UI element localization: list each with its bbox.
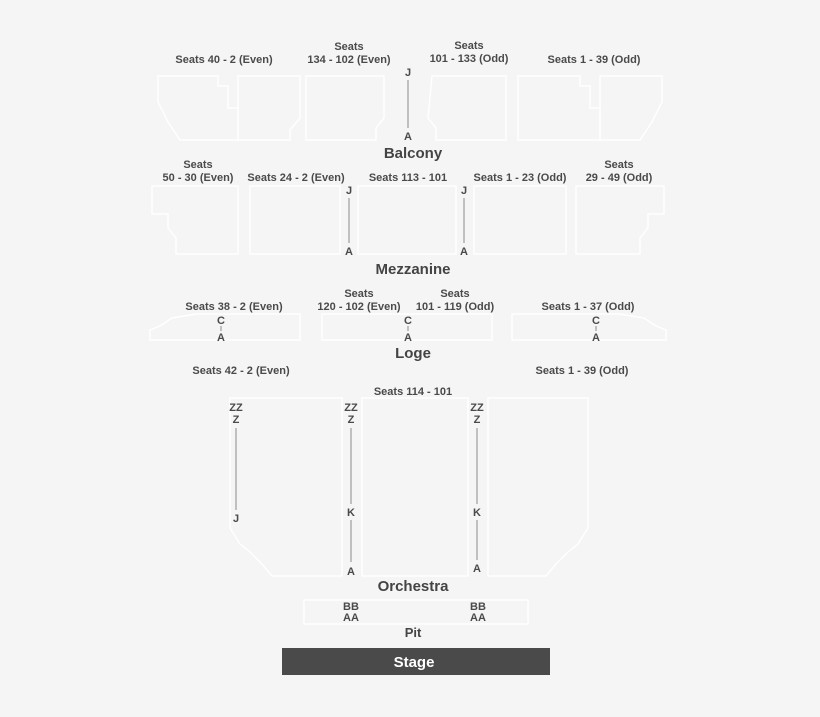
loge-center-left-seats-label-line1: Seats xyxy=(344,288,373,300)
balcony-center-right-seats-label-line2: 101 - 133 (Odd) xyxy=(430,53,509,65)
balcony-center-outline[interactable] xyxy=(305,75,385,141)
loge-center-right-seats-label-line1: Seats xyxy=(440,288,469,300)
orchestra-center-right-row-k-label: K xyxy=(473,507,481,519)
pit-right-row-bb-label: BB xyxy=(470,601,486,613)
orchestra-title: Orchestra xyxy=(378,578,450,595)
loge-center-outline[interactable] xyxy=(321,313,493,341)
loge-center-right-seats-label-line2: 101 - 119 (Odd) xyxy=(416,301,495,313)
balcony-section: Seats 40 - 2 (Even) Seats 134 - 102 (Eve… xyxy=(157,40,663,162)
balcony-title: Balcony xyxy=(384,145,443,162)
mezzanine-right-row-bottom-label: A xyxy=(460,246,468,258)
balcony-center-right-outline[interactable] xyxy=(427,75,507,141)
balcony-center-left-seats-label-line1: Seats xyxy=(334,41,363,53)
pit-right-row-aa-label: AA xyxy=(470,612,486,624)
mezzanine-far-right-seats-label-line2: 29 - 49 (Odd) xyxy=(586,172,653,184)
orchestra-center-left-row-k-label: K xyxy=(347,507,355,519)
mezzanine-far-left-seats-label-line2: 50 - 30 (Even) xyxy=(163,172,234,184)
loge-title: Loge xyxy=(395,345,431,362)
pit-left-row-bb-label: BB xyxy=(343,601,359,613)
pit-left-row-aa-label: AA xyxy=(343,612,359,624)
orchestra-left-outline[interactable] xyxy=(229,397,343,577)
mezzanine-right-seats-label: Seats 1 - 23 (Odd) xyxy=(474,172,567,184)
mezzanine-right-row-top-label: J xyxy=(461,185,467,197)
mezzanine-far-left-seats-label-line1: Seats xyxy=(183,159,212,171)
orchestra-center-right-row-z-label: Z xyxy=(474,414,481,426)
loge-right-row-bottom-label: A xyxy=(592,332,600,344)
loge-left-row-bottom-label: A xyxy=(217,332,225,344)
loge-right-seats-label: Seats 1 - 37 (Odd) xyxy=(542,301,635,313)
orchestra-left-row-zz-label: ZZ xyxy=(229,402,243,414)
mezzanine-title: Mezzanine xyxy=(375,261,450,278)
orchestra-right-outline[interactable] xyxy=(487,397,589,577)
mezzanine-center-seats-label: Seats 113 - 101 xyxy=(369,172,447,184)
loge-section: Seats 38 - 2 (Even) Seats 120 - 102 (Eve… xyxy=(149,288,667,362)
loge-left-outline[interactable] xyxy=(149,313,301,341)
orchestra-left-seats-label: Seats 42 - 2 (Even) xyxy=(192,365,290,377)
balcony-left-seats-label: Seats 40 - 2 (Even) xyxy=(175,54,273,66)
mezzanine-far-right-seats-label-line1: Seats xyxy=(604,159,633,171)
mezzanine-left-row-top-label: J xyxy=(346,185,352,197)
orchestra-left-row-j-label: J xyxy=(233,513,239,525)
loge-center-left-seats-label-line2: 120 - 102 (Even) xyxy=(317,301,400,313)
balcony-row-bottom-label: A xyxy=(404,131,412,143)
orchestra-center-right-row-a-label: A xyxy=(473,563,481,575)
balcony-right-outline[interactable] xyxy=(517,75,601,141)
loge-right-row-top-label: C xyxy=(592,315,600,327)
mezzanine-left-outline[interactable] xyxy=(249,185,341,255)
mezzanine-right-outline[interactable] xyxy=(473,185,567,255)
orchestra-section: Seats 42 - 2 (Even) Seats 1 - 39 (Odd) S… xyxy=(192,365,628,595)
balcony-row-top-label: J xyxy=(405,67,411,79)
stage-box xyxy=(282,648,550,675)
loge-left-seats-label: Seats 38 - 2 (Even) xyxy=(185,301,283,313)
orchestra-left-row-z-label: Z xyxy=(233,414,240,426)
pit-outline[interactable] xyxy=(303,599,529,625)
orchestra-center-outline[interactable] xyxy=(361,397,469,577)
balcony-right-seats-label: Seats 1 - 39 (Odd) xyxy=(548,54,641,66)
mezzanine-far-left-outline[interactable] xyxy=(151,185,239,255)
orchestra-center-seats-label: Seats 114 - 101 xyxy=(374,386,452,398)
balcony-center-left-outline[interactable] xyxy=(237,75,301,141)
orchestra-right-seats-label: Seats 1 - 39 (Odd) xyxy=(536,365,629,377)
pit-title: Pit xyxy=(405,625,422,640)
mezzanine-far-right-outline[interactable] xyxy=(575,185,665,255)
loge-center-row-top-label: C xyxy=(404,315,412,327)
mezzanine-section: Seats 50 - 30 (Even) Seats 24 - 2 (Even)… xyxy=(151,159,665,278)
loge-left-row-top-label: C xyxy=(217,315,225,327)
loge-center-row-bottom-label: A xyxy=(404,332,412,344)
orchestra-center-left-row-z-label: Z xyxy=(348,414,355,426)
loge-right-outline[interactable] xyxy=(511,313,667,341)
balcony-far-right-outline[interactable] xyxy=(599,75,663,141)
mezzanine-center-outline[interactable] xyxy=(357,185,457,255)
balcony-left-outline[interactable] xyxy=(157,75,239,141)
orchestra-center-left-row-zz-label: ZZ xyxy=(344,402,358,414)
orchestra-center-left-row-a-label: A xyxy=(347,566,355,578)
mezzanine-left-row-bottom-label: A xyxy=(345,246,353,258)
pit-section: BB AA BB AA Pit xyxy=(303,599,529,640)
balcony-center-right-seats-label-line1: Seats xyxy=(454,40,483,52)
stage-label: Stage xyxy=(394,654,435,671)
mezzanine-left-seats-label: Seats 24 - 2 (Even) xyxy=(247,172,345,184)
orchestra-center-right-row-zz-label: ZZ xyxy=(470,402,484,414)
stage: Stage xyxy=(282,648,550,675)
balcony-center-left-seats-label-line2: 134 - 102 (Even) xyxy=(307,54,390,66)
